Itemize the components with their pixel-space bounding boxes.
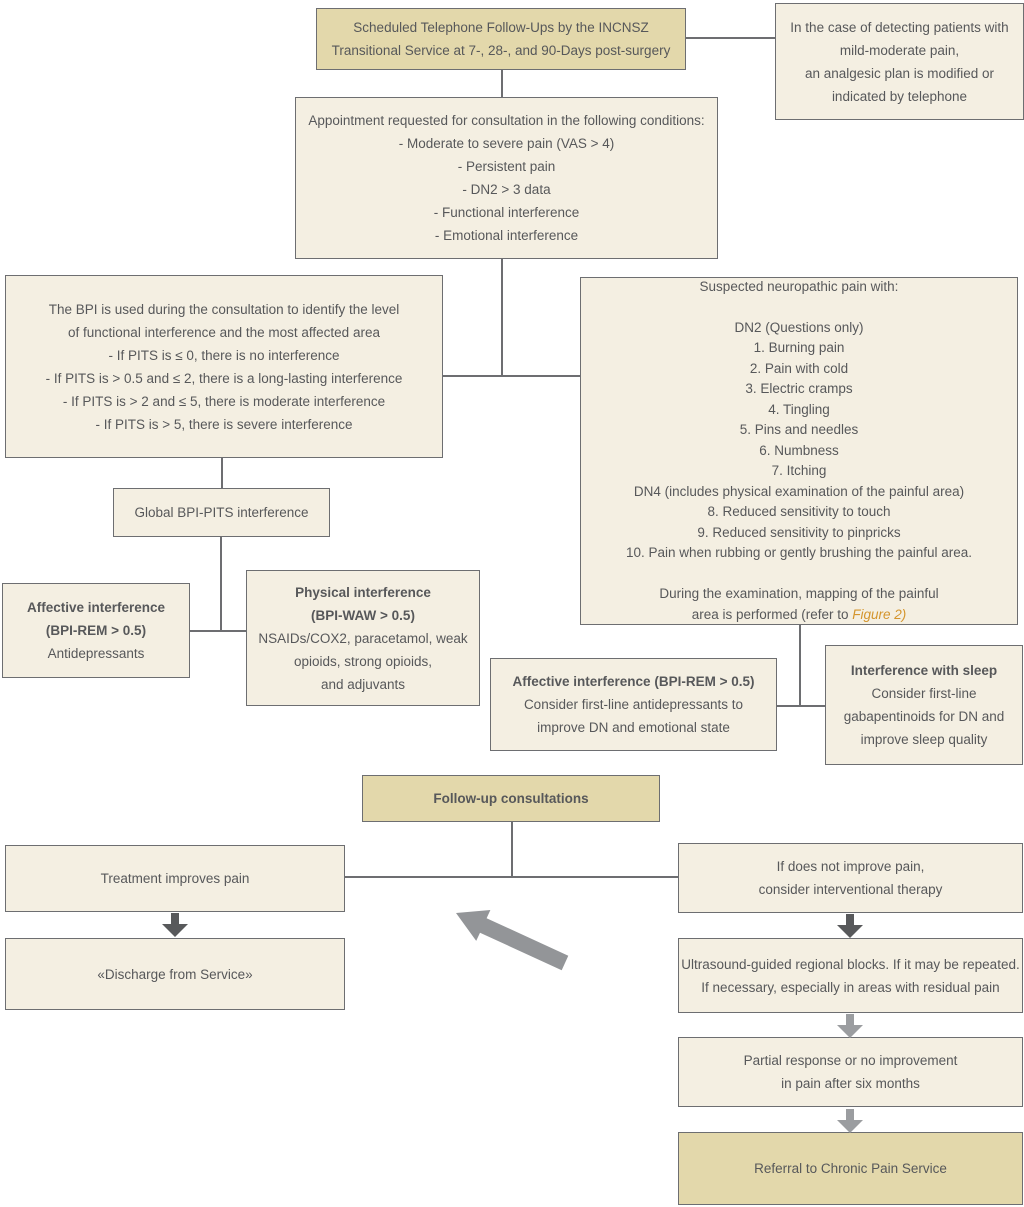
- connector-line: [686, 37, 775, 39]
- box-followup-consultations: Follow-up consultations: [362, 775, 660, 822]
- figure-reference-prefix: area is performed (refer to: [691, 606, 853, 622]
- box-scheduled-followups: Scheduled Telephone Follow-Ups by the IN…: [316, 8, 686, 70]
- box-discharge-from-service: «Discharge from Service»: [5, 938, 345, 1010]
- box-ultrasound-blocks: Ultrasound-guided regional blocks. If it…: [678, 938, 1023, 1013]
- box-appointment-conditions: Appointment requested for consultation i…: [295, 97, 718, 259]
- connector-line: [501, 70, 503, 97]
- arrow-down-icon: [837, 914, 863, 938]
- connector-line: [501, 259, 503, 376]
- box-treatment-improves-pain: Treatment improves pain: [5, 845, 345, 912]
- box-no-improvement-interventional: If does not improve pain, consider inter…: [678, 843, 1023, 913]
- arrow-down-icon: [837, 1109, 863, 1133]
- box-referral-chronic-pain: Referral to Chronic Pain Service: [678, 1132, 1023, 1205]
- box-global-pits-interference: Global BPI-PITS interference: [113, 488, 330, 537]
- connector-line: [220, 537, 222, 632]
- arrow-down-icon: [162, 913, 188, 937]
- connector-line: [799, 625, 801, 707]
- box-analgesic-plan: In the case of detecting patients with m…: [775, 3, 1024, 120]
- box-physical-interference: Physical interference (BPI-WAW > 0.5) NS…: [246, 570, 480, 706]
- figure-reference-line: area is performed (refer to Figure 2): [692, 605, 907, 626]
- big-arrow-up-left-icon: [456, 910, 569, 971]
- box-affective-interference-left: Affective interference (BPI-REM > 0.5) A…: [2, 583, 190, 678]
- connector-line: [443, 375, 580, 377]
- connector-line: [190, 630, 246, 632]
- connector-line: [777, 705, 825, 707]
- box-bpi-consultation: The BPI is used during the consultation …: [5, 275, 443, 458]
- box-affective-interference-right: Affective interference (BPI-REM > 0.5) C…: [490, 658, 777, 751]
- arrow-down-icon: [837, 1014, 863, 1038]
- connector-line: [221, 458, 223, 488]
- box-sleep-interference: Interference with sleep Consider first-l…: [825, 645, 1023, 765]
- connector-line: [345, 876, 678, 878]
- box-neuropathic-pain: Suspected neuropathic pain with: DN2 (Qu…: [580, 277, 1018, 625]
- figure-2-link[interactable]: Figure 2): [852, 606, 907, 622]
- connector-line: [511, 822, 513, 878]
- box-partial-response: Partial response or no improvement in pa…: [678, 1037, 1023, 1107]
